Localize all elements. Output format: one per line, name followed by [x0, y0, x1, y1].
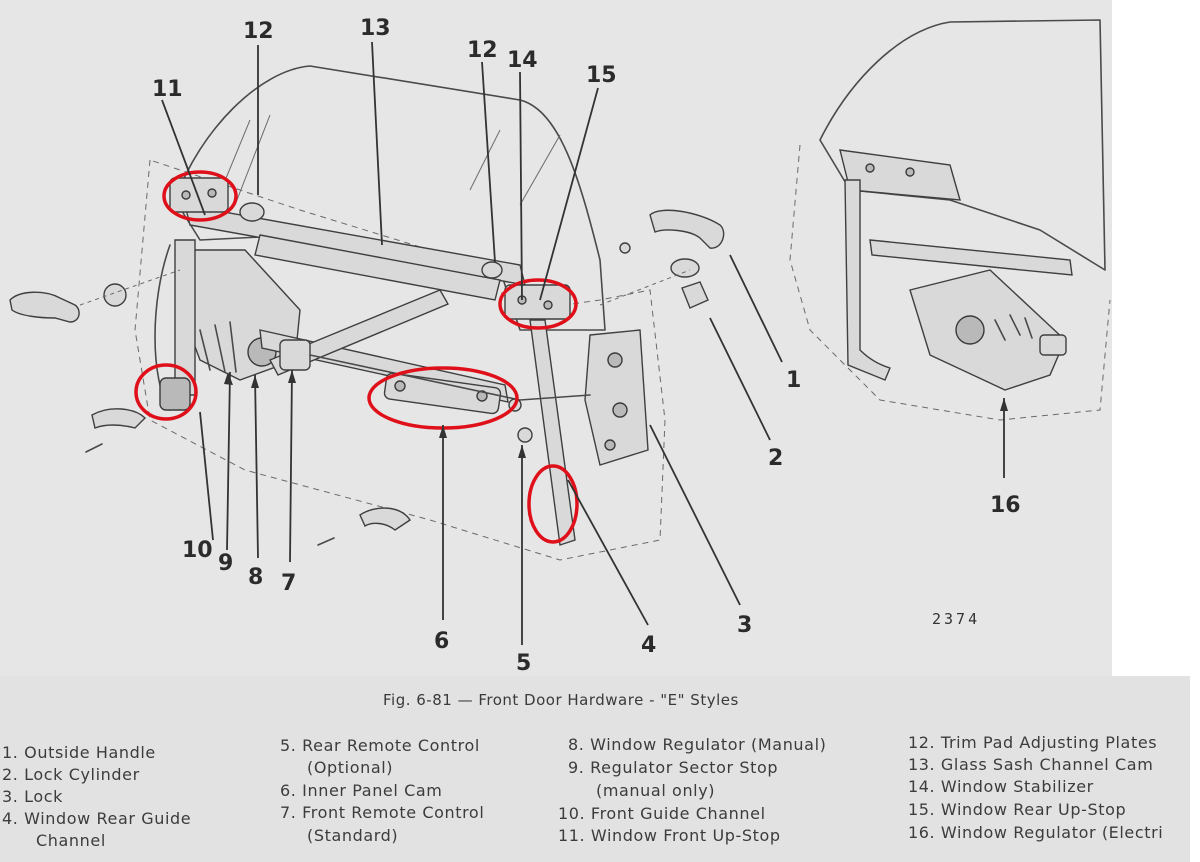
legend-item: 2. Lock Cylinder	[2, 765, 140, 784]
legend-item: 15. Window Rear Up-Stop	[908, 800, 1126, 819]
legend-item: 14. Window Stabilizer	[908, 777, 1094, 796]
callout-3: 3	[737, 613, 752, 638]
legend-background	[0, 676, 1190, 862]
callout-12-right: 12	[467, 38, 498, 63]
legend-column-2: 5. Rear Remote Control (Optional) 6. Inn…	[280, 736, 484, 845]
callout-7: 7	[281, 571, 296, 596]
legend-item: 10. Front Guide Channel	[558, 804, 766, 823]
figure-caption: Fig. 6-81 — Front Door Hardware - "E" St…	[383, 691, 739, 709]
callout-4: 4	[641, 633, 656, 658]
legend-item: 11. Window Front Up-Stop	[558, 826, 781, 845]
legend-item: Channel	[36, 831, 106, 850]
legend-item: 12. Trim Pad Adjusting Plates	[908, 733, 1157, 752]
legend-item: (Optional)	[307, 758, 393, 777]
highlight-rear-up-stop	[498, 278, 578, 330]
highlight-circles	[134, 170, 579, 544]
callout-12-left: 12	[243, 19, 274, 44]
legend-item: 4. Window Rear Guide	[2, 809, 191, 828]
figure-number: 2374	[932, 610, 980, 628]
callout-1: 1	[786, 368, 801, 393]
highlight-upper-front-stop	[162, 170, 238, 222]
leader-lines	[161, 41, 1008, 645]
legend-item: 13. Glass Sash Channel Cam	[908, 755, 1153, 774]
electric-regulator-inset	[789, 19, 1111, 421]
callout-6: 6	[434, 629, 449, 654]
callout-13: 13	[360, 16, 391, 41]
main-door-drawing	[9, 65, 725, 561]
legend-column-4: 12. Trim Pad Adjusting Plates 13. Glass …	[908, 733, 1163, 842]
callout-11: 11	[152, 77, 183, 102]
legend-item: 8. Window Regulator (Manual)	[568, 735, 826, 754]
callout-numbers: 11 12 13 12 14 15 1 2 3 4 5 6 7 8 9 10 1…	[152, 16, 1021, 676]
legend-item: 16. Window Regulator (Electri	[908, 823, 1163, 842]
legend-item: 3. Lock	[2, 787, 63, 806]
callout-9: 9	[218, 551, 233, 576]
highlight-lower-front-stop	[134, 363, 198, 421]
legend-item: (manual only)	[596, 781, 715, 800]
callout-10: 10	[182, 538, 213, 563]
legend-item: 5. Rear Remote Control	[280, 736, 480, 755]
callout-16: 16	[990, 493, 1021, 518]
legend-column-3: 8. Window Regulator (Manual) 9. Regulato…	[558, 735, 826, 845]
callout-5: 5	[516, 651, 531, 676]
legend-item: 6. Inner Panel Cam	[280, 781, 442, 800]
highlight-rear-guide-lower	[527, 464, 579, 544]
legend-column-1: 1. Outside Handle 2. Lock Cylinder 3. Lo…	[2, 743, 191, 850]
callout-14: 14	[507, 48, 538, 73]
legend-item: 1. Outside Handle	[2, 743, 156, 762]
diagram-margin	[1112, 0, 1200, 676]
callout-2: 2	[768, 446, 783, 471]
callout-15: 15	[586, 63, 617, 88]
legend-item: (Standard)	[307, 826, 398, 845]
legend-item: 9. Regulator Sector Stop	[568, 758, 778, 777]
callout-8: 8	[248, 565, 263, 590]
legend-item: 7. Front Remote Control	[280, 803, 484, 822]
